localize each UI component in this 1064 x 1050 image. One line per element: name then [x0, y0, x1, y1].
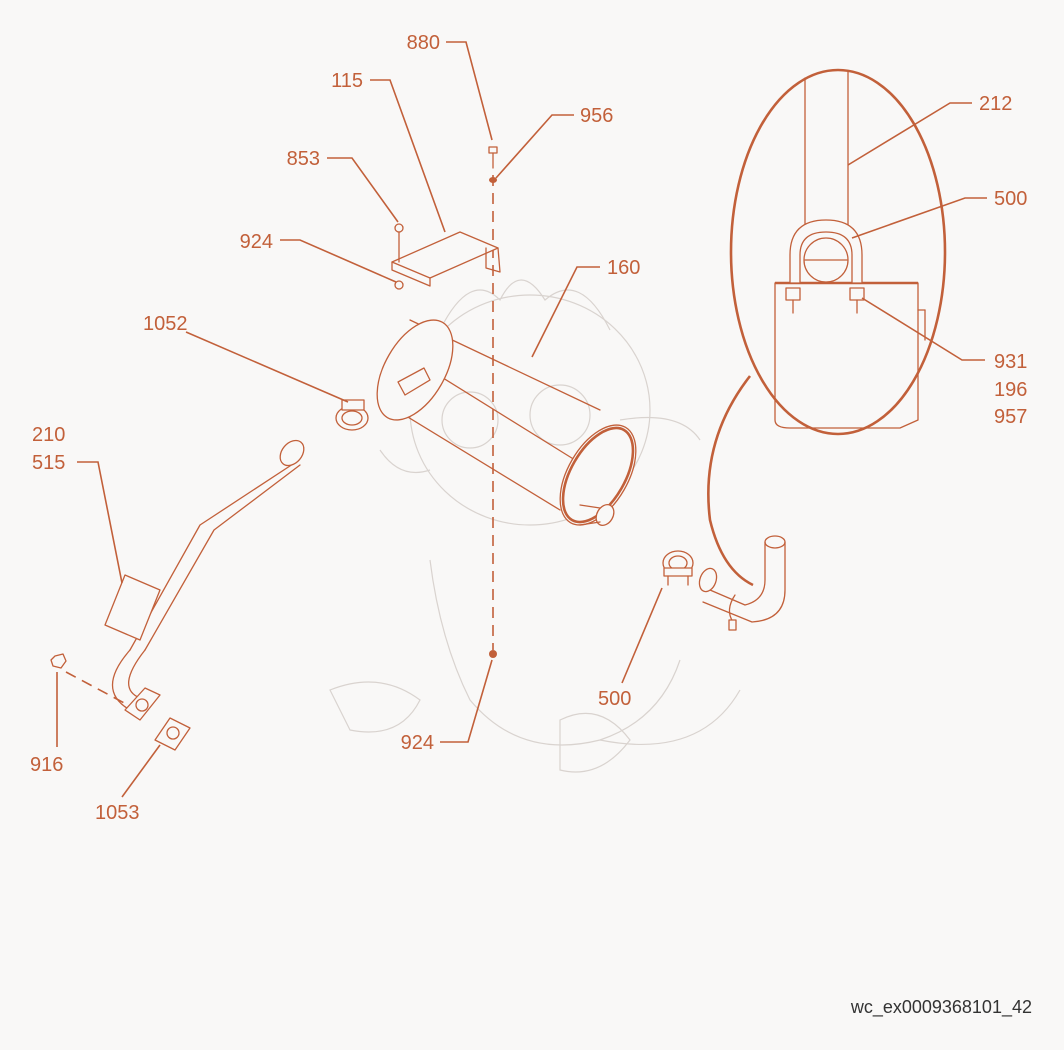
detail-view: [707, 68, 947, 587]
callout-labels: 880 115 956 853 924 160 1052 210 515 916…: [30, 32, 1027, 824]
callout-500-detail: 500: [994, 188, 1027, 210]
clamp-500-lower: [662, 550, 694, 586]
callout-916: 916: [30, 754, 63, 776]
callout-500-lower: 500: [598, 688, 631, 710]
pipe-flange-hole: [135, 698, 149, 712]
callout-931: 931: [994, 351, 1027, 373]
washer-924-top: [394, 280, 404, 290]
callout-212: 212: [979, 93, 1012, 115]
callout-957: 957: [994, 406, 1027, 428]
bolt-880: [488, 146, 498, 169]
callout-115: 115: [331, 70, 363, 92]
gasket-1053: [154, 717, 191, 751]
callout-1053: 1053: [95, 802, 140, 824]
pipe-flange: [124, 687, 161, 721]
callout-515: 515: [32, 452, 65, 474]
nut-956: [489, 177, 497, 183]
callout-160: 160: [607, 257, 640, 279]
muffler-160: [376, 319, 637, 526]
leader-lines: [56, 41, 987, 798]
dragon-watermark: [329, 279, 741, 773]
callout-1052: 1052: [143, 313, 188, 335]
bracket-115: [391, 231, 501, 287]
bolt-853: [394, 223, 404, 263]
callout-924-bottom: 924: [401, 732, 434, 754]
clamp-1052: [335, 399, 369, 431]
washer-924-bottom: [489, 650, 497, 658]
nut-916: [50, 653, 67, 669]
callout-924-top: 924: [240, 231, 273, 253]
nut-916-axis: [65, 671, 129, 706]
image-code: wc_ex0009368101_42: [850, 997, 1032, 1018]
callout-956: 956: [580, 105, 613, 127]
callout-880: 880: [407, 32, 440, 54]
exhaust-pipe-210: [104, 439, 305, 711]
detail-leader: [707, 375, 754, 587]
tail-pipe-elbow: [698, 535, 786, 631]
detail-ellipse: [729, 68, 947, 436]
callout-210: 210: [32, 424, 65, 446]
callout-196: 196: [994, 379, 1027, 401]
callout-853: 853: [287, 148, 320, 170]
